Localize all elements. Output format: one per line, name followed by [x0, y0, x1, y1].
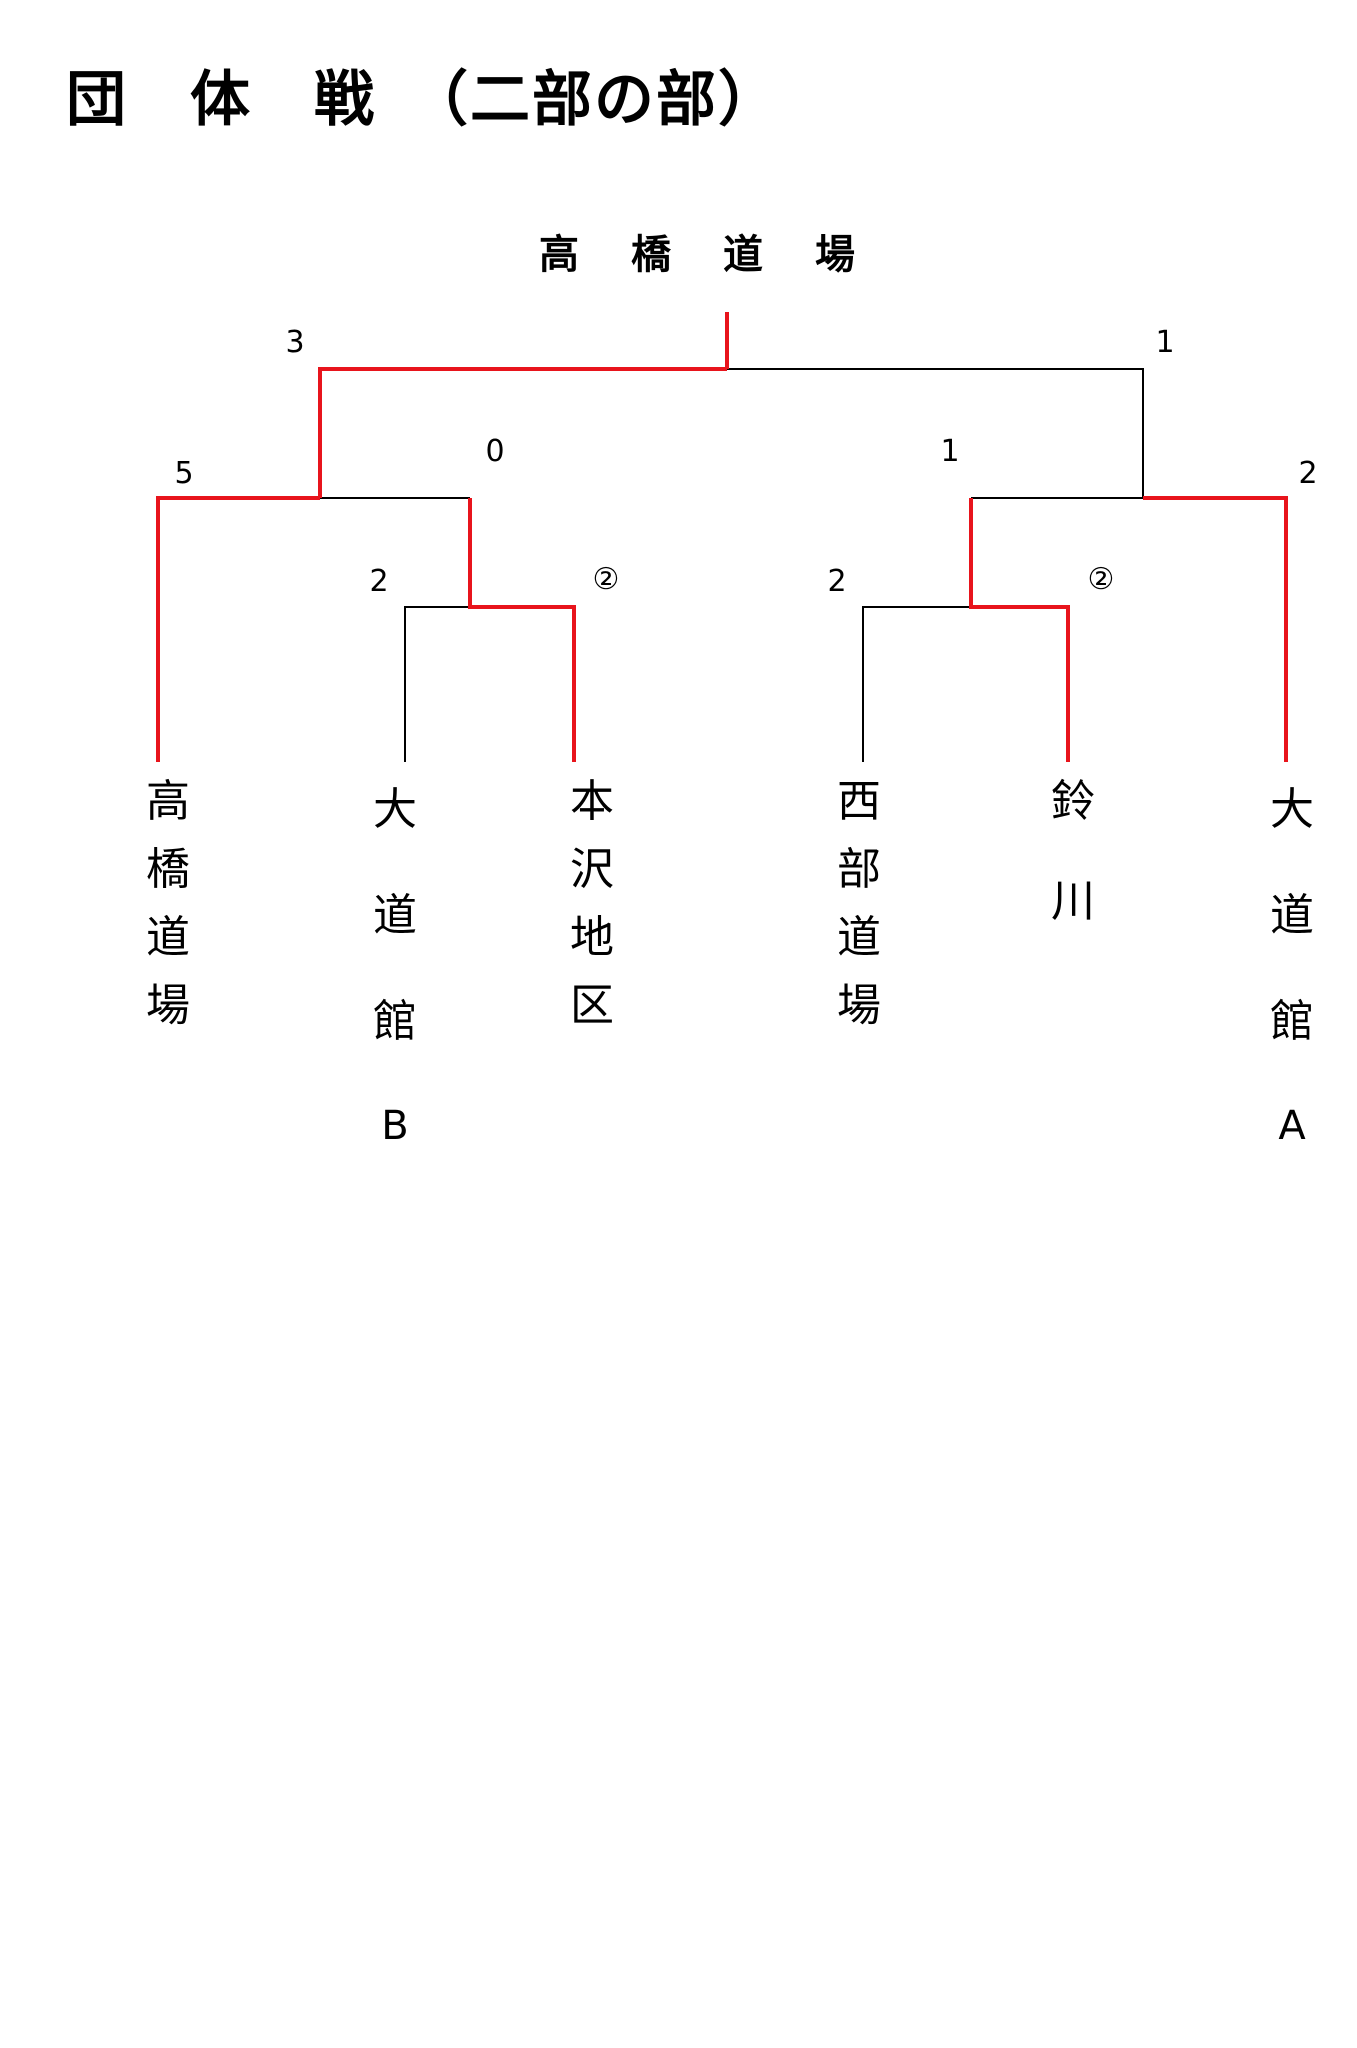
- score-r1-right-b: ②: [1087, 562, 1115, 597]
- team-name-char: 西: [837, 776, 881, 827]
- team-name-char: 館: [373, 996, 417, 1047]
- score-r1-left-b: ②: [592, 562, 620, 597]
- bracket-lines-black: [320, 368, 1144, 762]
- team-name-char: 道: [1270, 890, 1314, 941]
- team-name-char: 大: [373, 784, 417, 835]
- score-r1-left-a: 2: [369, 564, 389, 599]
- r1-left-a-branch: [404, 606, 470, 762]
- team-name-char: 川: [1051, 876, 1095, 927]
- r1-left-b-branch: [468, 498, 576, 762]
- final-right-branch: [727, 368, 1144, 498]
- final-left-branch: [318, 367, 727, 498]
- score-final-left: 3: [285, 325, 305, 360]
- team-name-char: 大: [1270, 784, 1314, 835]
- team-name-char: 場: [146, 980, 190, 1031]
- team-takahashi-dojo: 高橋道場: [128, 780, 208, 1052]
- team-name-char: 場: [837, 980, 881, 1031]
- semi-left-top-branch: [156, 496, 320, 762]
- score-final-right: 1: [1155, 325, 1175, 360]
- team-name-char: 地: [570, 912, 614, 963]
- team-name-char: 本: [570, 776, 614, 827]
- score-r1-right-a: 2: [827, 564, 847, 599]
- page-title: 団 体 戦 （二部の部）: [66, 65, 780, 135]
- score-semi-right-bottom: 2: [1298, 456, 1318, 491]
- team-name-char: 道: [146, 912, 190, 963]
- team-name-char: 館: [1270, 996, 1314, 1047]
- bracket-lines-red: [156, 312, 1288, 762]
- semi-right-bottom-branch: [1143, 496, 1288, 762]
- team-suffix: A: [1278, 1103, 1306, 1149]
- team-name-char: 鈴: [1051, 776, 1095, 827]
- team-daidokan-a: 大道館 A: [1252, 784, 1332, 1149]
- score-semi-left-bottom: 0: [485, 434, 505, 469]
- team-name-char: 道: [837, 912, 881, 963]
- team-name-char: 区: [570, 980, 614, 1031]
- team-seibu-dojo: 西部道場: [819, 780, 899, 1052]
- team-honzawa-chiku: 本沢地区: [552, 780, 632, 1052]
- team-suffix: B: [381, 1103, 409, 1149]
- score-semi-right-top: 1: [940, 434, 960, 469]
- r1-right-b-branch: [969, 498, 1070, 762]
- team-daidokan-b: 大道館 B: [355, 784, 435, 1149]
- r1-right-a-branch: [862, 606, 971, 762]
- team-name-char: 高: [146, 776, 190, 827]
- team-name-char: 部: [837, 844, 881, 895]
- team-name-char: 橋: [146, 844, 190, 895]
- team-name-char: 沢: [570, 844, 614, 895]
- team-suzukawa: 鈴川: [1033, 780, 1113, 980]
- champion-name: 高 橋 道 場: [539, 232, 861, 278]
- team-name-char: 道: [373, 890, 417, 941]
- score-semi-left-top: 5: [174, 456, 194, 491]
